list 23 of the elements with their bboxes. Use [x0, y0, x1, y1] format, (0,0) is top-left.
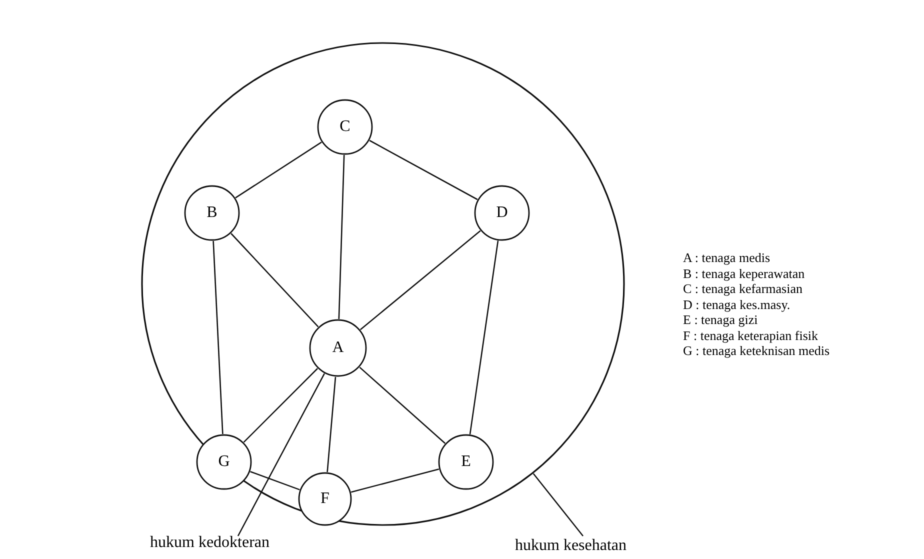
connector-line [360, 230, 481, 330]
connector-line [243, 368, 318, 443]
connector-line [230, 233, 319, 328]
legend-entry: B : tenaga keperawatan [683, 266, 806, 281]
legend-entry: C : tenaga kefarmasian [683, 281, 804, 296]
connector-line [235, 142, 322, 198]
connector-line [369, 140, 478, 200]
legend-entry: D : tenaga kes.masy. [683, 296, 792, 312]
connector-line [326, 376, 336, 472]
leader-text: hukum kesehatan [515, 537, 627, 555]
legend-entry: F : tenaga keterapian fisik [683, 328, 820, 343]
legend-entry: G : tenaga keteknisan medis [683, 343, 830, 358]
leader-line [532, 473, 584, 536]
connector-line [212, 240, 224, 434]
leader-text: hukum kedokteran [150, 534, 270, 552]
connector-line [338, 154, 345, 320]
connector-line [359, 366, 446, 444]
leader-line [237, 373, 325, 536]
connector-line [250, 471, 300, 490]
legend-entry: A : tenaga medis [683, 250, 772, 266]
connector-line [469, 240, 499, 434]
legend-entry: E : tenaga gizi [683, 312, 759, 328]
connector-line [350, 468, 440, 493]
